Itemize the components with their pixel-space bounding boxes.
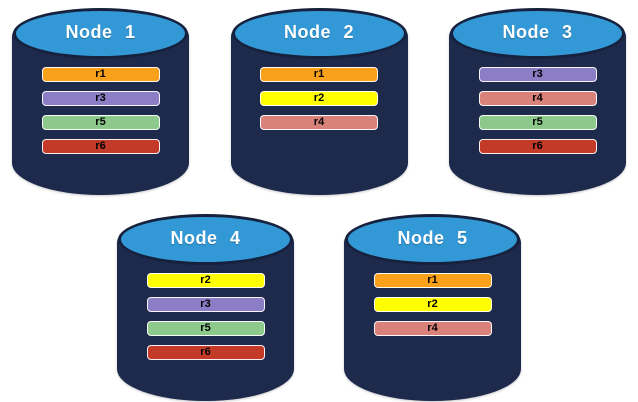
- replica-bar-r2: r2: [373, 297, 492, 312]
- cylinder-top-ellipse: Node 3: [450, 8, 625, 59]
- replica-bar-r1: r1: [41, 67, 160, 82]
- replica-bar-r6: r6: [146, 345, 265, 360]
- node-label: Node 2: [283, 22, 354, 42]
- cylinder-top-ellipse: Node 5: [345, 214, 520, 265]
- database-node-2: Node 2 r1 r2 r4: [230, 8, 408, 195]
- cylinder-top-ellipse: Node 1: [13, 8, 188, 59]
- replica-list: r2 r3 r5 r6: [146, 273, 265, 360]
- database-node-5: Node 5 r1 r2 r4: [344, 214, 521, 401]
- cylinder-top-ellipse: Node 2: [231, 8, 407, 59]
- replica-bar-r1: r1: [260, 67, 378, 82]
- replica-bar-r4: r4: [478, 91, 597, 106]
- replica-bar-r1: r1: [373, 273, 492, 288]
- database-node-3: Node 3 r3 r4 r5 r6: [449, 8, 626, 195]
- replica-bar-r5: r5: [478, 115, 597, 130]
- replica-bar-r5: r5: [146, 321, 265, 336]
- replica-bar-r5: r5: [41, 115, 160, 130]
- node-row-bottom: Node 4 r2 r3 r5 r6 Node 5 r1 r2 r4: [0, 214, 638, 401]
- replica-bar-r4: r4: [260, 115, 378, 130]
- replica-list: r1 r2 r4: [260, 67, 378, 130]
- node-label: Node 5: [397, 228, 468, 248]
- replica-list: r1 r2 r4: [373, 273, 492, 336]
- replica-bar-r3: r3: [41, 91, 160, 106]
- database-node-4: Node 4 r2 r3 r5 r6: [117, 214, 294, 401]
- node-label: Node 1: [65, 22, 136, 42]
- replica-bar-r3: r3: [478, 67, 597, 82]
- node-label: Node 4: [170, 228, 241, 248]
- database-node-1: Node 1 r1 r3 r5 r6: [12, 8, 189, 195]
- replica-list: r1 r3 r5 r6: [41, 67, 160, 154]
- replica-bar-r6: r6: [41, 139, 160, 154]
- node-label: Node 3: [502, 22, 573, 42]
- replica-bar-r4: r4: [373, 321, 492, 336]
- replica-bar-r3: r3: [146, 297, 265, 312]
- replica-bar-r6: r6: [478, 139, 597, 154]
- cylinder-top-ellipse: Node 4: [118, 214, 293, 265]
- replica-bar-r2: r2: [260, 91, 378, 106]
- replica-bar-r2: r2: [146, 273, 265, 288]
- replica-list: r3 r4 r5 r6: [478, 67, 597, 154]
